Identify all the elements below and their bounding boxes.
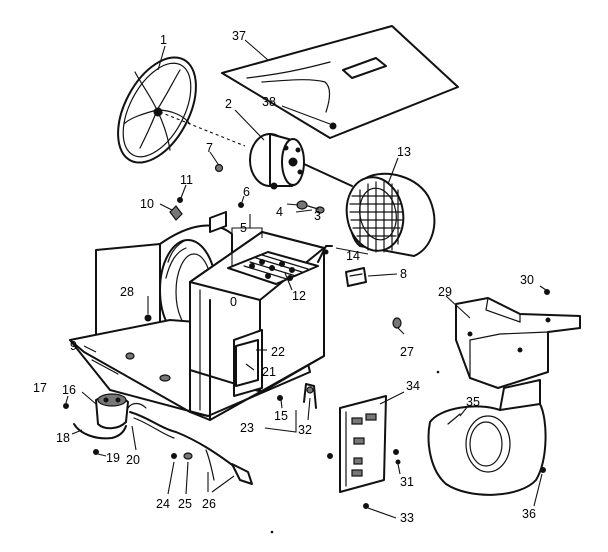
relay-8 xyxy=(345,267,367,287)
callout-33: 33 xyxy=(400,511,414,525)
callout-16: 16 xyxy=(62,383,76,397)
callout-3: 3 xyxy=(314,209,321,223)
connector-24 xyxy=(171,453,177,459)
callout-28: 28 xyxy=(120,285,134,299)
callout-34: 34 xyxy=(406,379,420,393)
callout-35: 35 xyxy=(466,395,480,409)
callout-11: 11 xyxy=(180,173,193,187)
screw-30 xyxy=(544,289,550,295)
panel-mark: 0 xyxy=(230,295,237,309)
callout-37: 37 xyxy=(232,29,246,43)
callout-8: 8 xyxy=(400,267,407,281)
grommet xyxy=(392,317,402,329)
callout-21: 21 xyxy=(262,365,276,379)
screw-36 xyxy=(540,467,546,473)
callout-36: 36 xyxy=(522,507,536,521)
callout-29: 29 xyxy=(438,285,452,299)
blower-wheel xyxy=(345,172,436,257)
callout-27: 27 xyxy=(400,345,414,359)
nut-7 xyxy=(214,163,224,173)
access-door xyxy=(235,339,259,387)
leader-lines xyxy=(65,39,547,519)
callout-10: 10 xyxy=(140,197,154,211)
transformer-bracket xyxy=(303,383,317,409)
callout-9: 9 xyxy=(70,339,77,353)
callout-1: 1 xyxy=(160,33,167,47)
callout-14: 14 xyxy=(346,249,360,263)
callout-26: 26 xyxy=(202,497,216,511)
callout-5: 5 xyxy=(240,221,247,235)
scan-specks xyxy=(270,370,440,534)
screw-19 xyxy=(93,449,99,455)
fan-blade xyxy=(117,56,246,164)
callout-13: 13 xyxy=(397,145,411,159)
callout-19: 19 xyxy=(106,451,120,465)
callout-6: 6 xyxy=(243,185,250,199)
callout-20: 20 xyxy=(126,453,140,467)
callout-4: 4 xyxy=(276,205,283,219)
callout-24: 24 xyxy=(156,497,170,511)
top-cover-panel xyxy=(221,25,459,139)
discharge-duct xyxy=(455,297,581,389)
limit-switch-clip xyxy=(169,197,183,221)
callout-17: 17 xyxy=(33,381,47,395)
callout-2: 2 xyxy=(225,97,232,111)
callout-23: 23 xyxy=(240,421,254,435)
callout-31: 31 xyxy=(400,475,414,489)
callout-18: 18 xyxy=(56,431,70,445)
screw-15 xyxy=(277,395,283,401)
callout-12: 12 xyxy=(292,289,306,303)
washer-4 xyxy=(296,200,308,210)
blower-housing xyxy=(427,379,547,496)
callout-7: 7 xyxy=(206,141,213,155)
callout-22: 22 xyxy=(271,345,285,359)
callout-25: 25 xyxy=(178,497,192,511)
bolt-3 xyxy=(307,205,325,214)
screw-17 xyxy=(63,403,69,409)
capacitor xyxy=(95,393,129,430)
callout-38: 38 xyxy=(262,95,276,109)
screw-33 xyxy=(363,503,369,509)
callout-15: 15 xyxy=(274,409,288,423)
connector-25 xyxy=(183,452,193,460)
electrical-panel xyxy=(327,395,401,493)
screw-6 xyxy=(238,202,244,208)
callout-32: 32 xyxy=(298,423,312,437)
capacitor-strap xyxy=(73,423,127,440)
screw-38 xyxy=(329,122,337,130)
blower-motor xyxy=(249,133,353,190)
callout-labels: 1 2 3 4 5 6 7 8 9 10 11 12 13 14 15 16 1… xyxy=(33,29,536,525)
control-board xyxy=(227,251,319,285)
terminal-bracket-14 xyxy=(317,245,333,263)
wiring-harness xyxy=(127,402,253,485)
callout-30: 30 xyxy=(520,273,534,287)
